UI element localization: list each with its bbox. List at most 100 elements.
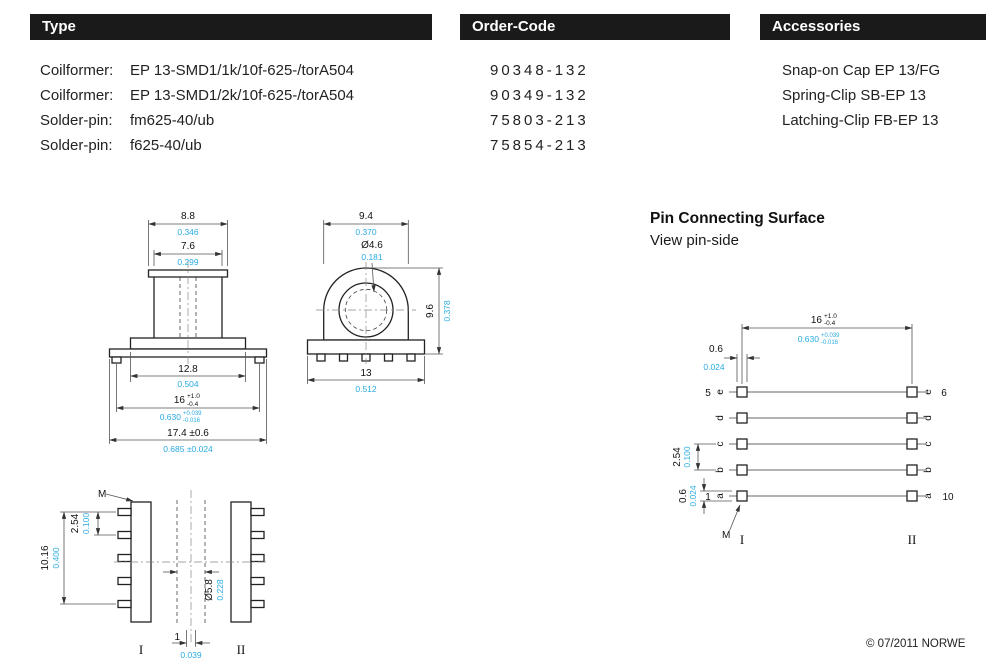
bottom-view-dimensions: 2.54 0.100 10.16 0.400 M Ø5.8 0.228 1 0.… — [40, 489, 245, 660]
dim-front-width-top-mm: 8.8 — [181, 211, 195, 222]
dim-side-width-body-in: 0.370 — [355, 227, 377, 237]
dim-front-width-inner-mm: 7.6 — [181, 241, 195, 252]
dim-front-width-top-in: 0.346 — [177, 227, 199, 237]
order-code-value: 90348-132 — [490, 62, 589, 79]
side-view-dimensions: 9.4 0.370 Ø4.6 0.181 9.6 0.378 13 0.512 — [307, 211, 452, 394]
dim-ps-row-span-in: 0.630 — [798, 334, 820, 344]
row-numeral-two: II — [908, 532, 917, 547]
order-code-header-bar: Order-Code — [460, 14, 730, 40]
dim-front-width-base-in: 0.504 — [177, 379, 199, 389]
type-header-label: Type — [42, 18, 76, 35]
type-row-label: Coilformer: — [40, 87, 114, 104]
pin-letter-left: d — [715, 415, 726, 421]
type-header-bar: Type — [30, 14, 432, 40]
pin-surface-subtitle: View pin-side — [650, 232, 739, 249]
dim-front-width-pins-tol-plus: +1.0 — [187, 393, 200, 400]
pin-letter-left: c — [715, 442, 726, 447]
order-code-header-label: Order-Code — [472, 18, 556, 35]
dim-ps-pin-pitch-mm: 2.54 — [672, 447, 683, 467]
front-view-drawing: 8.8 0.346 7.6 0.299 12.8 0.504 16 +1.0 -… — [108, 211, 268, 454]
row-numeral-one: I — [740, 532, 744, 547]
dim-side-width-base-in: 0.512 — [355, 384, 377, 394]
dim-front-width-overall-in: 0.685 ±0.024 — [163, 444, 213, 454]
accessories-header-label: Accessories — [772, 18, 861, 35]
pin-letter-right: e — [923, 389, 934, 395]
type-row: Coilformer: EP 13-SMD1/2k/10f-625-/torA50… — [40, 83, 354, 108]
type-column: Coilformer: EP 13-SMD1/1k/10f-625-/torA50… — [40, 58, 354, 158]
dim-ps-pin-pitch-in: 0.100 — [682, 446, 692, 468]
bottom-view-outline — [114, 490, 268, 642]
dim-bottom-pin-span-in: 0.400 — [51, 547, 61, 569]
type-row-label: Solder-pin: — [40, 112, 113, 129]
pin-surface-dimensions: 16 +1.0 -0.4 0.630 +0.039 -0.016 0.6 0.0… — [672, 313, 913, 533]
order-code-column: 90348-132 90349-132 75803-213 75854-213 — [490, 58, 589, 158]
dim-side-bore-mm: Ø4.6 — [361, 240, 383, 251]
dim-side-height-mm: 9.6 — [425, 304, 436, 318]
dim-front-width-pins-tol-minus: -0.4 — [187, 401, 199, 408]
dim-bottom-pin-span-mm: 10.16 — [40, 545, 51, 570]
dim-front-width-pins-in: 0.630 — [160, 412, 182, 422]
dim-bottom-pin-pitch-mm: 2.54 — [70, 513, 81, 533]
dim-ps-row-span-tol-minus: -0.4 — [824, 320, 836, 327]
dim-front-width-pins-in-tol-plus: +0.039 — [183, 411, 202, 417]
dim-side-width-base-mm: 13 — [360, 368, 372, 379]
pin-letter-left: b — [715, 467, 726, 473]
dim-front-width-base-mm: 12.8 — [178, 364, 198, 375]
dim-bottom-pin-width-in: 0.039 — [180, 650, 202, 660]
dim-bottom-tube-mm: Ø5.8 — [204, 579, 215, 601]
dim-bottom-pin-width-mm: 1 — [174, 632, 180, 643]
accessory-item: Spring-Clip SB-EP 13 — [782, 87, 926, 104]
type-row: Solder-pin: fm625-40/ub — [40, 108, 354, 133]
pin-letter-left: e — [715, 389, 726, 395]
pin-letter-right: b — [923, 467, 934, 473]
type-row-desc: f625-40/ub — [130, 137, 202, 154]
type-row: Coilformer: EP 13-SMD1/1k/10f-625-/torA50… — [40, 58, 354, 83]
order-code-value: 75854-213 — [490, 137, 589, 154]
type-row-desc: fm625-40/ub — [130, 112, 215, 129]
dim-side-width-body-mm: 9.4 — [359, 211, 373, 222]
dim-ps-pin-height-mm: 0.6 — [678, 489, 689, 503]
dim-bottom-pin-pitch-in: 0.100 — [81, 513, 91, 535]
pin-letter-left: a — [715, 493, 726, 499]
dim-ps-row-span-in-tol-plus: +0.039 — [821, 333, 840, 339]
dim-ps-pin-width-in: 0.024 — [703, 362, 725, 372]
type-row-label: Solder-pin: — [40, 137, 113, 154]
row-numeral-two: II — [237, 642, 246, 657]
dim-ps-row-span-tol-plus: +1.0 — [824, 313, 837, 320]
dim-bottom-tube-in: 0.228 — [215, 579, 225, 601]
pin-letter-right: d — [923, 415, 934, 421]
front-view-dimensions: 8.8 0.346 7.6 0.299 12.8 0.504 16 +1.0 -… — [109, 211, 267, 454]
pin-side-view-drawing: 2.54 0.100 10.16 0.400 M Ø5.8 0.228 1 0.… — [40, 489, 268, 660]
pin-number-bottom-right: 10 — [942, 492, 954, 503]
dim-front-width-pins-mm: 16 — [174, 395, 186, 406]
pin-letter-right: a — [923, 493, 934, 499]
pin-number-bottom-left: 1 — [705, 492, 711, 503]
dim-ps-row-span-mm: 16 — [811, 315, 823, 326]
dim-front-width-overall-mm: 17.4 ±0.6 — [167, 428, 209, 439]
pin-rows — [729, 386, 925, 502]
row-numeral-one: I — [139, 642, 143, 657]
accessories-column: Snap-on Cap EP 13/FG Spring-Clip SB-EP 1… — [782, 58, 940, 133]
marking-m-label: M — [722, 530, 730, 541]
pin-number-top-left: 5 — [705, 388, 711, 399]
type-row-label: Coilformer: — [40, 62, 114, 79]
dim-front-width-pins-in-tol-minus: -0.016 — [183, 418, 201, 424]
type-row-desc: EP 13-SMD1/2k/10f-625-/torA504 — [130, 87, 355, 104]
dim-ps-pin-width-mm: 0.6 — [709, 344, 723, 355]
type-row-desc: EP 13-SMD1/1k/10f-625-/torA504 — [130, 62, 355, 79]
type-row: Solder-pin: f625-40/ub — [40, 133, 354, 158]
accessory-item: Snap-on Cap EP 13/FG — [782, 62, 941, 79]
copyright-note: © 07/2011 NORWE — [866, 638, 966, 650]
side-view-drawing: 9.4 0.370 Ø4.6 0.181 9.6 0.378 13 0.512 — [306, 211, 452, 394]
pin-number-top-right: 6 — [941, 388, 947, 399]
dim-side-height-in: 0.378 — [442, 300, 452, 322]
side-view-outline — [306, 262, 426, 364]
dim-ps-pin-height-in: 0.024 — [688, 485, 698, 507]
pin-surface-heading: Pin Connecting Surface View pin-side — [650, 210, 825, 249]
dim-ps-row-span-in-tol-minus: -0.016 — [821, 340, 839, 346]
accessories-header-bar: Accessories — [760, 14, 986, 40]
marking-m-label: M — [98, 489, 106, 500]
order-code-value: 90349-132 — [490, 87, 589, 104]
pin-letter-right: c — [923, 442, 934, 447]
pin-connecting-surface-diagram: e d c b a e d c b a 5 1 6 10 M I II 16 +… — [672, 313, 954, 547]
